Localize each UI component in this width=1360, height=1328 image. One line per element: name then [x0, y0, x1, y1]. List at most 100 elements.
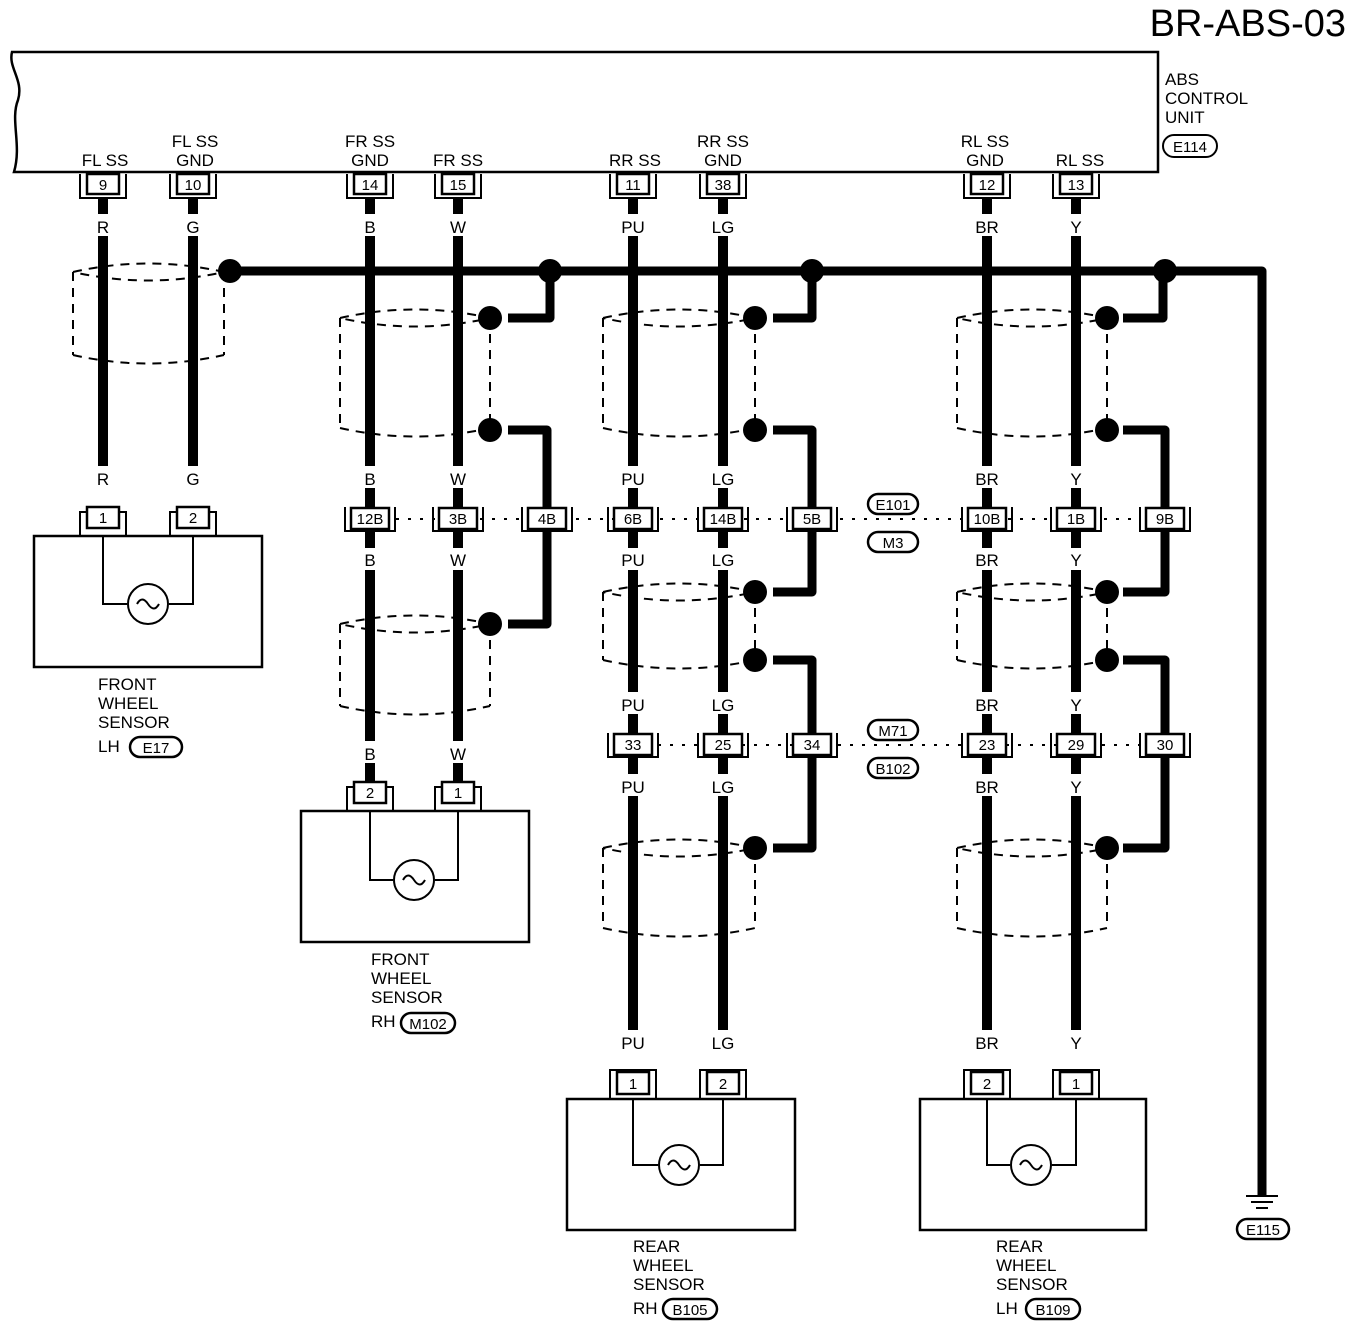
- svg-text:3B: 3B: [449, 511, 467, 528]
- svg-text:SENSOR: SENSOR: [996, 1275, 1068, 1294]
- svg-text:12: 12: [979, 177, 996, 194]
- svg-text:SENSOR: SENSOR: [98, 713, 170, 732]
- svg-text:WHEEL: WHEEL: [996, 1256, 1056, 1275]
- abs-terminal-10: 10: [169, 172, 217, 199]
- svg-text:RL SS: RL SS: [961, 132, 1010, 151]
- svg-text:RR SS: RR SS: [697, 132, 749, 151]
- abs-terminal-14: 14: [346, 172, 394, 199]
- svg-text:LG: LG: [712, 696, 735, 715]
- svg-text:10: 10: [185, 177, 202, 194]
- svg-text:W: W: [450, 218, 466, 237]
- svg-text:REAR: REAR: [996, 1237, 1043, 1256]
- svg-text:RR SS: RR SS: [609, 151, 661, 170]
- svg-text:1B: 1B: [1067, 511, 1085, 528]
- svg-text:FRONT: FRONT: [98, 675, 157, 694]
- sensor-front-rh: 2 1 FRONT WHEEL SENSOR RH M102: [299, 780, 531, 1035]
- svg-text:E17: E17: [143, 740, 170, 757]
- svg-text:W: W: [450, 745, 466, 764]
- abs-unit-body: [10, 50, 1160, 174]
- svg-text:1: 1: [99, 510, 107, 527]
- svg-text:1: 1: [454, 785, 462, 802]
- svg-text:FR SS: FR SS: [345, 132, 395, 151]
- svg-text:LG: LG: [712, 551, 735, 570]
- svg-text:GND: GND: [966, 151, 1004, 170]
- abs-terminal-13: 13: [1052, 172, 1100, 199]
- sensor-rear-lh: 2 1 REAR WHEEL SENSOR LH B109: [918, 1069, 1148, 1321]
- ground-icon: E115: [1235, 1195, 1291, 1241]
- svg-text:2: 2: [719, 1076, 727, 1093]
- svg-text:G: G: [186, 470, 199, 489]
- abs-unit-connector-badge: [1162, 134, 1218, 158]
- svg-text:13: 13: [1068, 177, 1085, 194]
- svg-text:BR: BR: [975, 218, 999, 237]
- abs-unit-label: ABS CONTROL UNIT E114: [1162, 70, 1248, 158]
- svg-text:WHEEL: WHEEL: [98, 694, 158, 713]
- svg-text:W: W: [450, 551, 466, 570]
- svg-text:PU: PU: [621, 778, 645, 797]
- svg-text:1: 1: [1072, 1076, 1080, 1093]
- svg-text:PU: PU: [621, 551, 645, 570]
- svg-text:B: B: [364, 218, 375, 237]
- svg-text:B: B: [364, 470, 375, 489]
- svg-text:LG: LG: [712, 778, 735, 797]
- page-code: BR-ABS-03: [1150, 3, 1346, 45]
- svg-text:25: 25: [715, 737, 732, 754]
- svg-text:LH: LH: [98, 737, 120, 756]
- svg-text:R: R: [97, 218, 109, 237]
- svg-text:PU: PU: [621, 1034, 645, 1053]
- svg-text:M71: M71: [878, 723, 907, 740]
- abs-terminal-9: 9: [79, 172, 127, 199]
- svg-text:W: W: [450, 470, 466, 489]
- svg-text:9: 9: [99, 177, 107, 194]
- sensor-rear-rh: 1 2 REAR WHEEL SENSOR RH B105: [565, 1069, 797, 1321]
- junction-2-badges: M71 B102: [866, 718, 920, 780]
- svg-text:CONTROL: CONTROL: [1165, 89, 1248, 108]
- svg-text:4B: 4B: [538, 511, 556, 528]
- svg-text:34: 34: [804, 737, 821, 754]
- sensor-front-lh: 1 2 FRONT WHEEL SENSOR LH E17: [32, 505, 264, 759]
- svg-text:Y: Y: [1070, 696, 1081, 715]
- svg-text:10B: 10B: [974, 511, 1001, 528]
- svg-text:REAR: REAR: [633, 1237, 680, 1256]
- svg-text:E115: E115: [1246, 1222, 1280, 1239]
- wire-label-bgs: [88, 214, 1091, 1052]
- svg-text:Y: Y: [1070, 1034, 1081, 1053]
- svg-text:BR: BR: [975, 470, 999, 489]
- shield-ground-wires: [230, 266, 1267, 1195]
- svg-text:Y: Y: [1070, 778, 1081, 797]
- svg-text:LG: LG: [712, 218, 735, 237]
- svg-text:Y: Y: [1070, 470, 1081, 489]
- svg-text:B109: B109: [1035, 1302, 1070, 1319]
- svg-text:PU: PU: [621, 696, 645, 715]
- sensor-coil-icon: [658, 1144, 700, 1186]
- abs-terminal-connectors: 9 10 14 15 11 38 12 13: [79, 172, 1100, 199]
- svg-text:RH: RH: [371, 1012, 396, 1031]
- svg-text:14B: 14B: [710, 511, 737, 528]
- svg-text:PU: PU: [621, 470, 645, 489]
- svg-text:6B: 6B: [624, 511, 642, 528]
- svg-text:Y: Y: [1070, 551, 1081, 570]
- abs-terminal-11: 11: [609, 172, 657, 199]
- svg-text:33: 33: [625, 737, 642, 754]
- svg-text:B102: B102: [875, 761, 910, 778]
- svg-text:SENSOR: SENSOR: [633, 1275, 705, 1294]
- svg-text:WHEEL: WHEEL: [371, 969, 431, 988]
- svg-text:30: 30: [1157, 737, 1174, 754]
- svg-text:14: 14: [362, 177, 379, 194]
- svg-text:Y: Y: [1070, 218, 1081, 237]
- svg-text:RH: RH: [633, 1299, 658, 1318]
- svg-text:E114: E114: [1173, 139, 1207, 156]
- junction-connector-row-2: 33 25 34 23 29 30 M71 B102: [607, 718, 1191, 780]
- svg-text:GND: GND: [351, 151, 389, 170]
- svg-text:BR: BR: [975, 778, 999, 797]
- svg-text:B: B: [364, 551, 375, 570]
- svg-text:LG: LG: [712, 470, 735, 489]
- svg-text:FRONT: FRONT: [371, 950, 430, 969]
- svg-text:1: 1: [629, 1076, 637, 1093]
- svg-text:FL SS: FL SS: [82, 151, 129, 170]
- sensor-coil-icon: [1010, 1144, 1052, 1186]
- svg-text:11: 11: [625, 177, 641, 194]
- svg-text:B: B: [364, 745, 375, 764]
- svg-text:UNIT: UNIT: [1165, 108, 1205, 127]
